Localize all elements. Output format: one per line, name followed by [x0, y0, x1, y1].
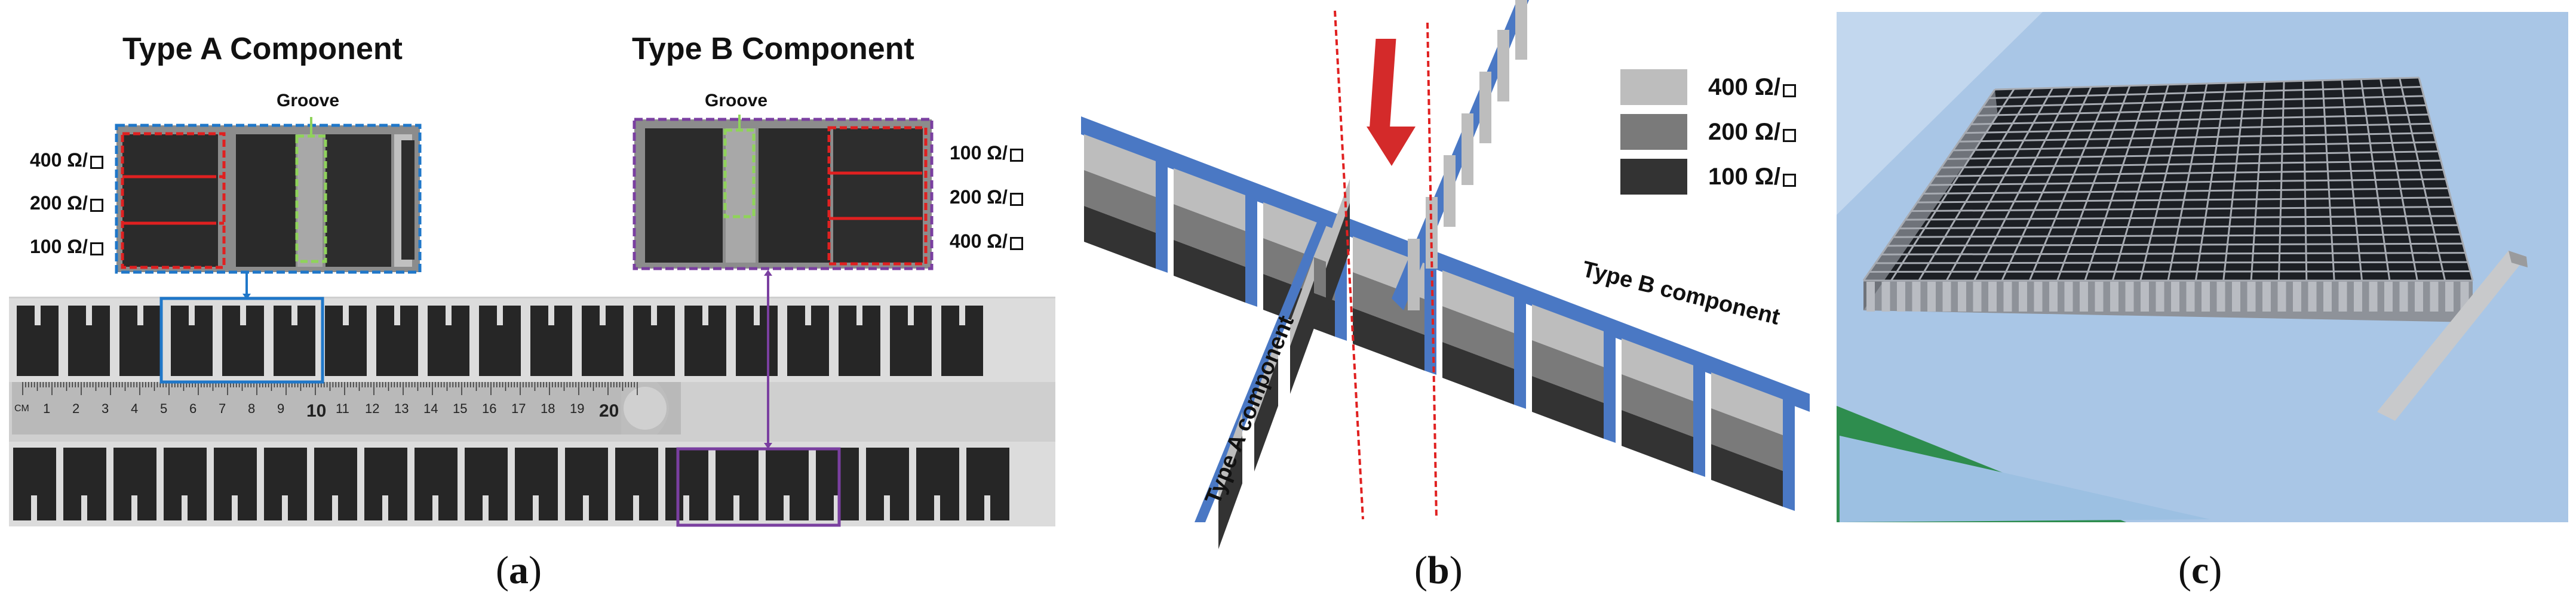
type-b-component-strip	[1081, 116, 1810, 511]
type-b-label-100: 100 Ω/	[950, 142, 1023, 164]
ruler-number: 7	[219, 401, 226, 416]
insertion-guides	[1334, 10, 1438, 520]
caption-a: (a)	[496, 549, 542, 592]
panel-a-photo-drawing	[9, 115, 1055, 527]
square-symbol-icon	[1783, 174, 1797, 187]
ruler-number: 13	[394, 401, 409, 416]
type-a-red-arrows	[128, 175, 216, 225]
type-b-connector-arrow-down-icon	[764, 443, 772, 449]
legend-swatch-400	[1620, 69, 1687, 105]
caption-b: (b)	[1414, 549, 1463, 592]
steel-ruler	[2377, 251, 2528, 421]
type-b-label-200: 200 Ω/	[950, 186, 1023, 208]
ruler-number: 2	[72, 401, 80, 416]
groove-label-b: Groove	[705, 91, 768, 110]
square-symbol-icon	[90, 199, 103, 212]
ruler-number: 11	[336, 401, 349, 416]
type-b-connector-arrow-up-icon	[764, 270, 772, 276]
type-b-title: Type B Component	[632, 32, 914, 66]
type-a-label-400: 400 Ω/	[30, 149, 103, 171]
square-symbol-icon	[1783, 129, 1797, 142]
square-symbol-icon	[90, 242, 103, 255]
legend-label-400: 400 Ω/	[1708, 74, 1797, 101]
ruler-number: 12	[365, 401, 380, 416]
ruler-number: 10	[306, 401, 327, 421]
type-b-zoom-photo	[634, 119, 932, 269]
legend-swatch-200	[1620, 114, 1687, 150]
ruler-number: 3	[102, 401, 109, 416]
ruler-number: 17	[511, 401, 526, 416]
ruler-number: 4	[131, 401, 139, 416]
ruler-number: 6	[189, 401, 197, 416]
type-b-red-arrows	[836, 171, 919, 220]
type-a-label-100: 100 Ω/	[30, 236, 103, 258]
type-a-zoom-box	[115, 124, 422, 274]
legend-label-100: 100 Ω/	[1708, 164, 1797, 190]
ruler-number: 8	[248, 401, 256, 416]
type-a-strip	[9, 298, 1055, 382]
grid-structure	[1862, 76, 2474, 322]
ruler-number: 9	[277, 401, 285, 416]
insertion-arrow-icon	[1367, 39, 1416, 166]
ruler-number: 14	[423, 401, 438, 416]
legend-swatch-100	[1620, 159, 1687, 195]
type-a-selection-box	[159, 297, 324, 384]
ruler-number: 18	[541, 401, 555, 416]
ruler-number: 1	[43, 401, 51, 416]
legend-swatches	[1620, 69, 1687, 195]
type-b-label-400: 400 Ω/	[950, 230, 1023, 252]
type-b-strip	[9, 442, 1055, 526]
type-b-zoom-box	[633, 118, 934, 270]
square-symbol-icon	[90, 156, 103, 169]
ruler-number: 5	[160, 401, 168, 416]
ruler-number: 20	[599, 401, 619, 421]
square-symbol-icon	[1009, 193, 1023, 206]
type-a-component-strip	[1195, 179, 1350, 549]
ruler	[12, 382, 681, 435]
type-a-title: Type A Component	[122, 32, 403, 66]
type-a-vertical-strip	[1392, 0, 1529, 310]
type-a-zoom-photo	[116, 125, 420, 272]
caption-c: (c)	[2178, 549, 2222, 592]
square-symbol-icon	[1009, 149, 1023, 162]
ruler-number: 15	[453, 401, 468, 416]
type-a-connector-arrow-icon	[242, 294, 251, 300]
ruler-unit: CM	[14, 403, 29, 414]
legend-label-200: 200 Ω/	[1708, 119, 1797, 146]
type-a-label-200: 200 Ω/	[30, 192, 103, 214]
square-symbol-icon	[1009, 237, 1023, 250]
ruler-number: 16	[482, 401, 497, 416]
type-b-selection-box	[676, 447, 841, 527]
groove-label-a: Groove	[277, 91, 340, 110]
square-symbol-icon	[1783, 84, 1797, 97]
ruler-number: 19	[570, 401, 585, 416]
